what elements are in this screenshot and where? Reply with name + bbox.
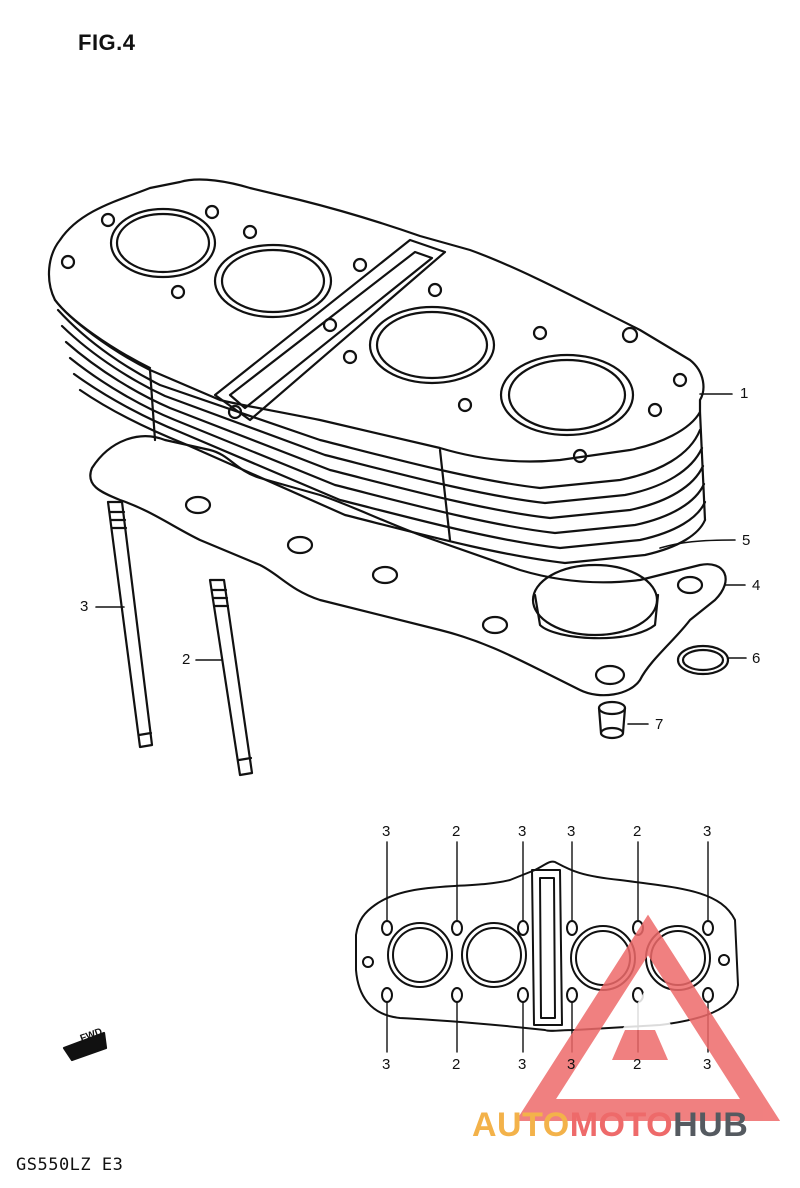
callout-part-7: 7 xyxy=(655,716,664,733)
model-code: GS550LZ E3 xyxy=(16,1155,124,1175)
callout-part-4: 4 xyxy=(752,577,761,594)
stud-bolt-long xyxy=(95,500,154,749)
watermark: AUTOMOTOHUB xyxy=(472,1106,748,1145)
callout-part-5: 5 xyxy=(742,532,751,549)
dowel-pin xyxy=(597,700,649,740)
layout-label-bottom: 3 xyxy=(382,1056,391,1073)
layout-label-top: 3 xyxy=(703,823,712,840)
cylinder-base-gasket xyxy=(89,435,746,697)
layout-label-top: 3 xyxy=(567,823,576,840)
callout-part-2: 2 xyxy=(182,651,191,668)
layout-label-top: 3 xyxy=(518,823,527,840)
watermark-part-moto: MOTO xyxy=(569,1106,674,1144)
layout-label-top: 2 xyxy=(633,823,642,840)
layout-label-bottom: 3 xyxy=(518,1056,527,1073)
layout-label-bottom: 2 xyxy=(452,1056,461,1073)
cylinder-block xyxy=(47,178,733,565)
layout-label-top: 2 xyxy=(452,823,461,840)
layout-label-top: 3 xyxy=(382,823,391,840)
callout-part-1: 1 xyxy=(740,385,749,402)
watermark-logo-icon xyxy=(515,914,781,1121)
callout-part-6: 6 xyxy=(752,650,761,667)
watermark-part-hub: HUB xyxy=(673,1106,749,1144)
layout-label-bottom: 3 xyxy=(567,1056,576,1073)
o-ring xyxy=(676,644,747,676)
figure-title: FIG.4 xyxy=(78,30,136,55)
stud-layout-diagram xyxy=(355,841,739,1053)
callout-part-3: 3 xyxy=(80,598,89,615)
layout-label-bottom: 2 xyxy=(633,1056,642,1073)
watermark-part-auto: AUTO xyxy=(472,1106,570,1144)
layout-label-bottom: 3 xyxy=(703,1056,712,1073)
stud-bolt-short xyxy=(195,578,254,777)
forward-arrow-icon xyxy=(62,1031,108,1062)
